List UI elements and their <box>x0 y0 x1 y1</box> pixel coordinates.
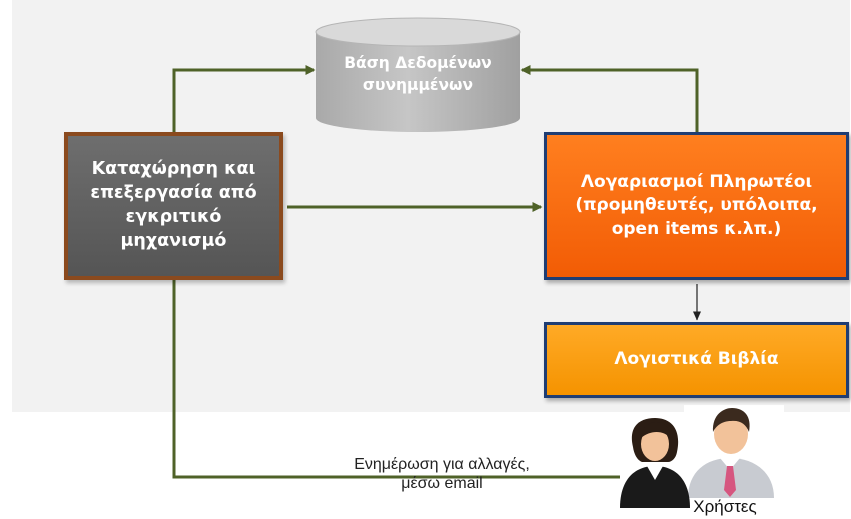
line-processing-to-users <box>172 280 620 479</box>
notification-line1: Ενημέρωση για αλλαγές, <box>354 456 530 473</box>
notification-line2: μέσω email <box>401 474 483 492</box>
payables-line3: open items κ.λπ.) <box>611 218 782 239</box>
payables-line1: Λογαριασμοί Πληρωτέοι <box>580 172 813 193</box>
ledger-box: Λογιστικά Βιβλία <box>544 322 849 398</box>
processing-line3: εγκριτικό <box>125 207 222 227</box>
processing-box: Καταχώρηση και επεξεργασία από εγκριτικό… <box>64 132 283 280</box>
ledger-label: Λογιστικά Βιβλία <box>614 349 779 370</box>
arrow-processing-to-database <box>172 65 316 132</box>
users-label: Χρήστες <box>693 497 757 516</box>
notification-label: Ενημέρωση για αλλαγές, μέσω email <box>290 456 594 494</box>
processing-line4: μηχανισμό <box>120 230 227 251</box>
database-label-line1: Βάση Δεδομένων <box>344 54 492 72</box>
database-label-line2: συνημμένων <box>362 76 474 95</box>
database-label: Βάση Δεδομένων συνημμένων <box>316 52 520 97</box>
payables-box: Λογαριασμοί Πληρωτέοι (προμηθευτές, υπόλ… <box>544 132 849 280</box>
payables-line2: (προμηθευτές, υπόλοιπα, <box>575 195 818 216</box>
database-cylinder <box>315 17 521 132</box>
processing-line1: Καταχώρηση και <box>91 159 256 180</box>
users-icon <box>620 405 784 508</box>
arrow-payables-to-database <box>520 65 699 132</box>
processing-line2: επεξεργασία από <box>90 183 257 204</box>
